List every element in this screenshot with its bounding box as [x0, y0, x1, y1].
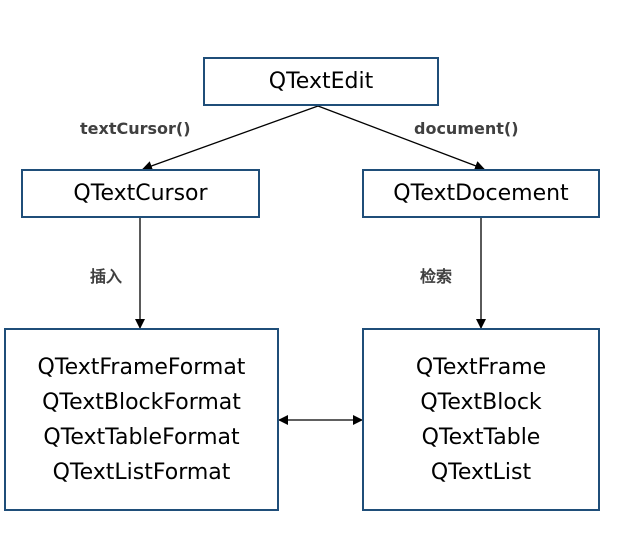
- element-class-label: QTextList: [430, 459, 532, 485]
- insert-edge-label: 插入: [90, 267, 123, 286]
- qtextdocument-node: QTextDocement: [362, 169, 600, 218]
- qtextcursor-node: QTextCursor: [21, 169, 260, 218]
- format-class-label: QTextBlockFormat: [42, 389, 241, 415]
- qtextcursor-label: QTextCursor: [73, 181, 208, 206]
- qtextedit-label: QTextEdit: [268, 69, 374, 94]
- format-class-label: QTextTableFormat: [43, 424, 240, 450]
- qtextdocument-label: QTextDocement: [393, 181, 569, 206]
- element-classes-node: QTextFrame QTextBlock QTextTable QTextLi…: [362, 328, 600, 511]
- retrieve-edge-label: 检索: [420, 267, 453, 286]
- edge-edit-to-cursor: [142, 105, 319, 171]
- element-class-label: QTextFrame: [415, 354, 547, 380]
- element-class-label: QTextBlock: [420, 389, 542, 415]
- format-class-label: QTextFrameFormat: [37, 354, 246, 380]
- text-cursor-edge-label: textCursor(): [80, 119, 191, 138]
- qtextedit-node: QTextEdit: [203, 57, 439, 106]
- format-class-label: QTextListFormat: [52, 459, 231, 485]
- edge-edit-to-document: [317, 105, 485, 171]
- document-edge-label: document(): [414, 119, 519, 138]
- element-class-label: QTextTable: [421, 424, 541, 450]
- format-classes-node: QTextFrameFormat QTextBlockFormat QTextT…: [4, 328, 279, 511]
